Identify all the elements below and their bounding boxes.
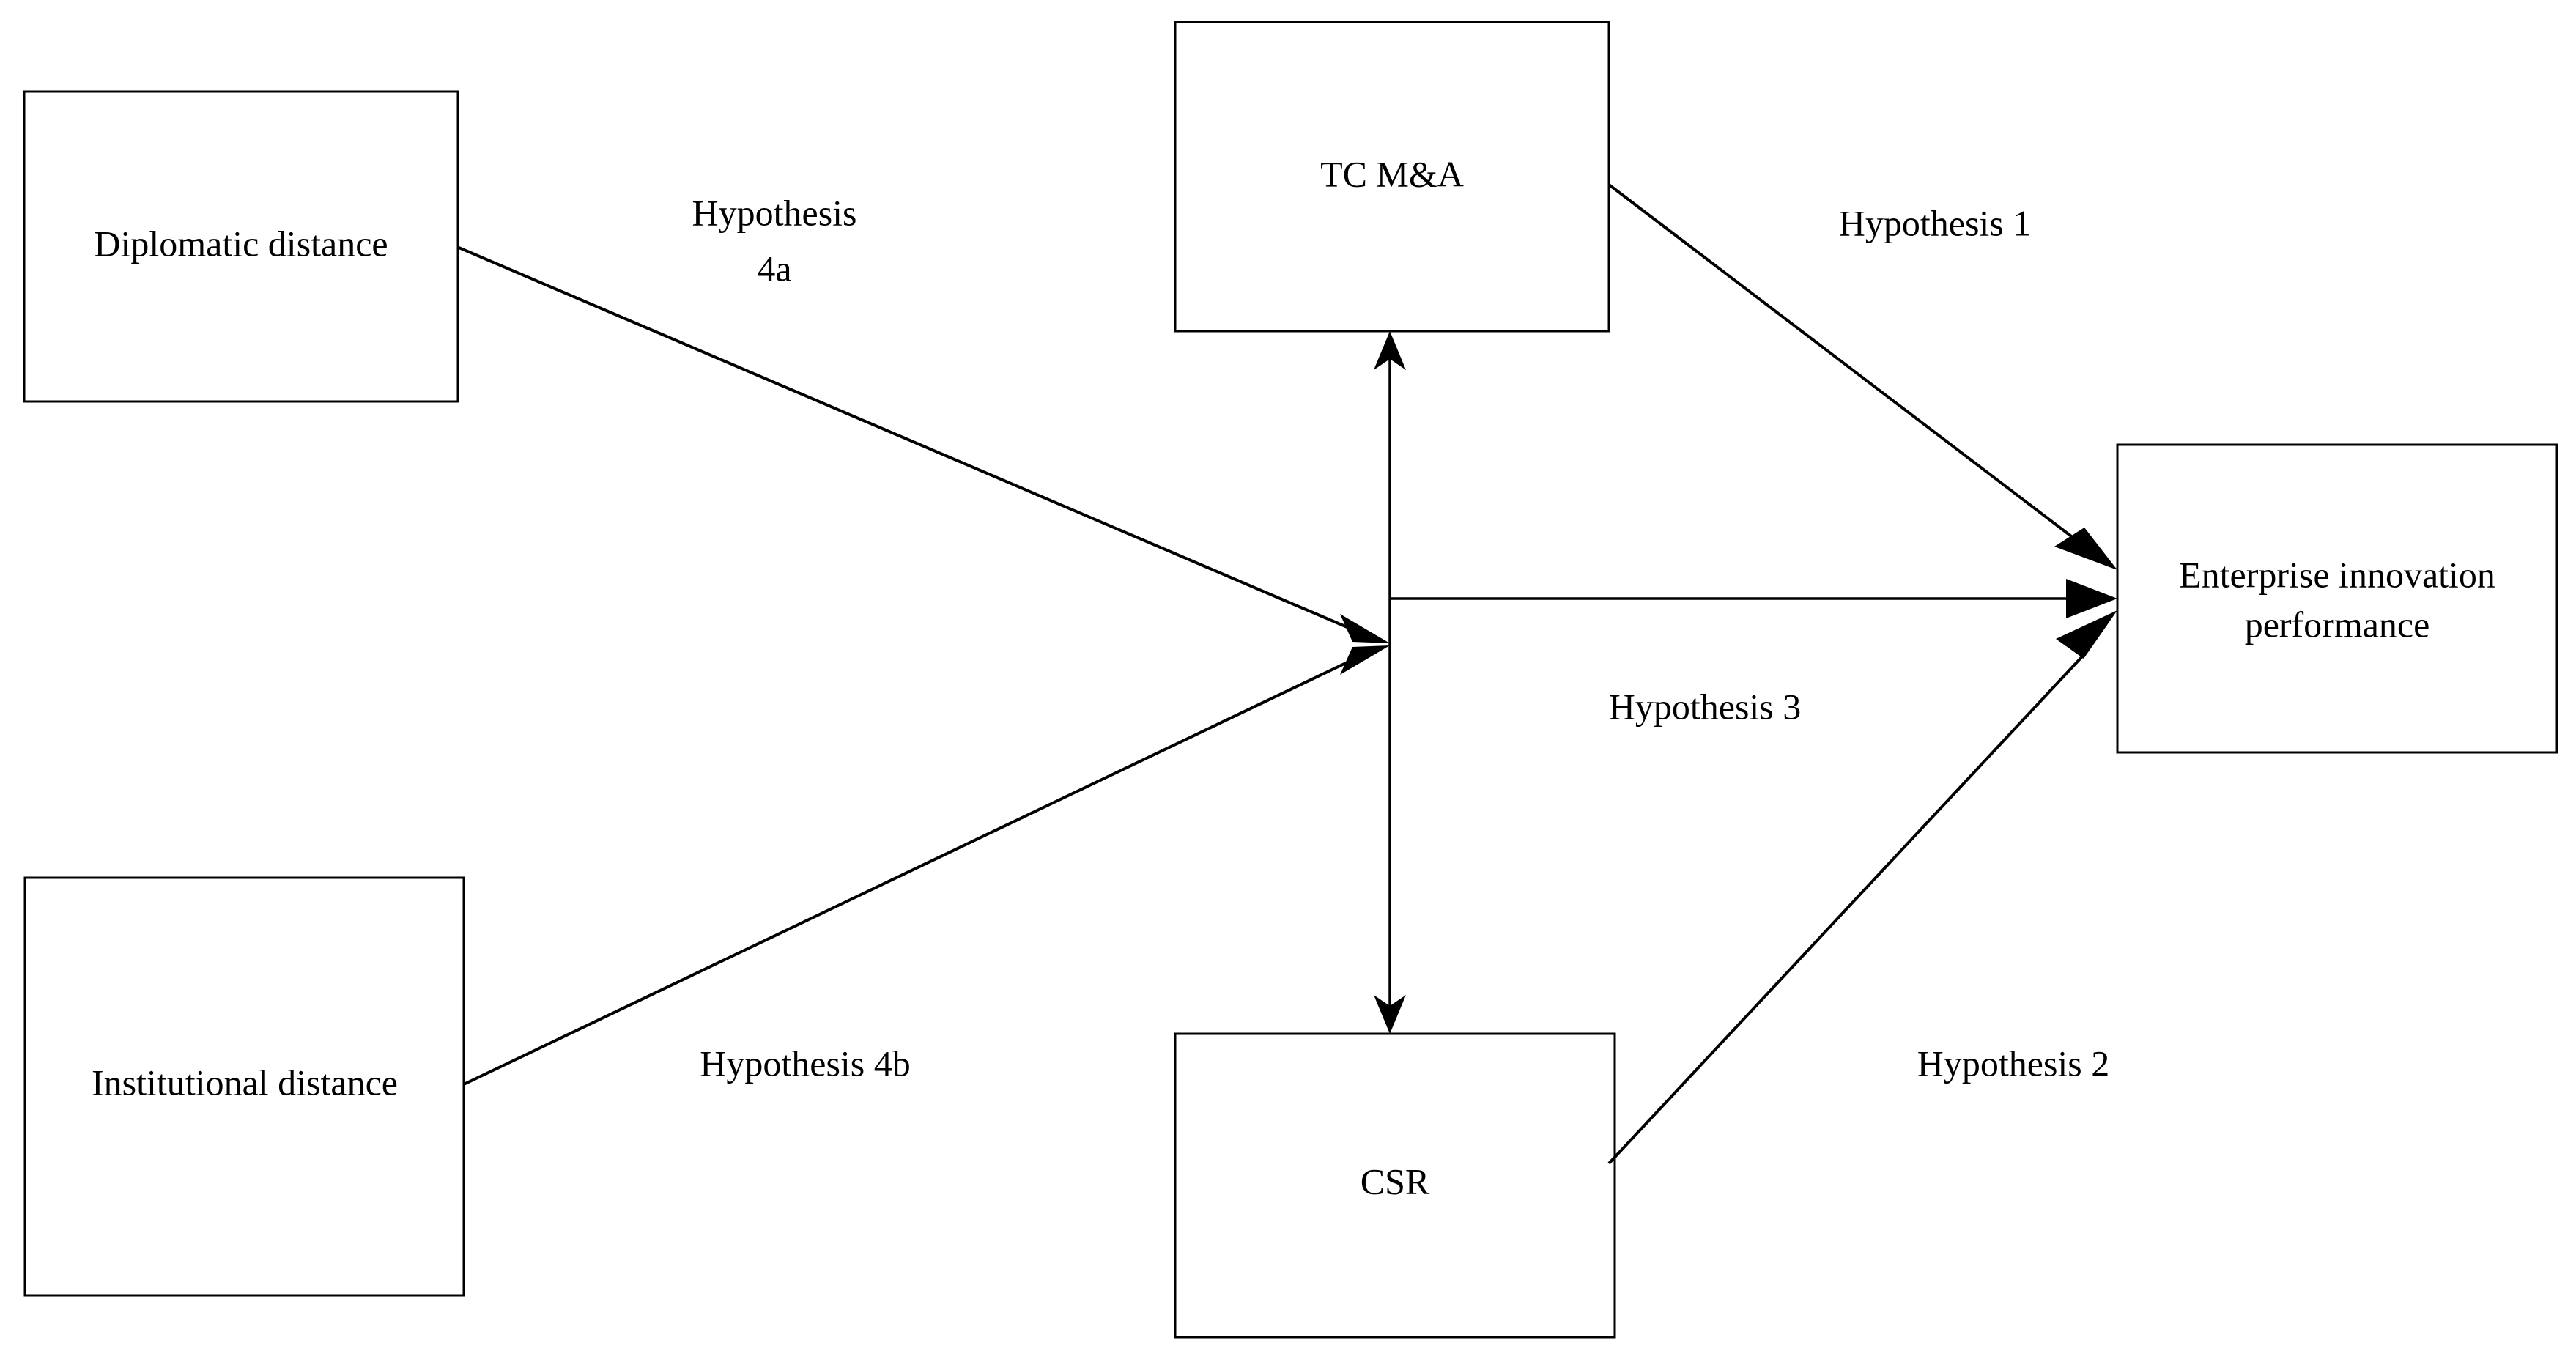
- edge-hypothesis-1-line: [1607, 183, 2084, 547]
- node-box-diplomatic-distance[interactable]: [23, 90, 459, 403]
- edge-hypothesis-3-arrowhead: [2066, 579, 2117, 618]
- edge-hypothesis-4a-line: [456, 245, 1365, 636]
- edge-label-hypothesis-1: Hypothesis 1: [1839, 202, 2032, 243]
- edge-junction-to-csr-arrowhead: [1374, 995, 1406, 1034]
- node-box-csr[interactable]: [1174, 1032, 1616, 1339]
- edge-hypothesis-2-arrowhead: [2056, 610, 2117, 659]
- edge-label-hypothesis-3: Hypothesis 3: [1609, 686, 1802, 727]
- edge-hypothesis-1-arrowhead: [2054, 528, 2117, 570]
- node-box-institutional-distance[interactable]: [23, 876, 465, 1297]
- node-label-csr: CSR: [1361, 1161, 1430, 1202]
- node-label-diplomatic-distance: Diplomatic distance: [94, 223, 388, 264]
- node-label-enterprise-innovation-line1: Enterprise innovation: [2179, 554, 2495, 595]
- node-label-enterprise-innovation-line2: performance: [2245, 604, 2430, 645]
- edge-hypothesis-4b-line: [463, 653, 1365, 1086]
- node-box-tc-ma[interactable]: [1174, 21, 1610, 333]
- edge-hypothesis-4a-arrowhead: [1340, 614, 1390, 643]
- edge-hypothesis-4b-arrowhead: [1340, 645, 1390, 675]
- edge-label-hypothesis-2: Hypothesis 2: [1917, 1043, 2110, 1084]
- edge-label-hypothesis-4a-line2: 4a: [757, 248, 791, 289]
- edge-hypothesis-2-line: [1607, 654, 2084, 1165]
- edge-label-hypothesis-4b: Hypothesis 4b: [700, 1043, 911, 1084]
- node-label-tc-ma: TC M&A: [1320, 153, 1464, 194]
- node-label-institutional-distance: Institutional distance: [92, 1062, 398, 1103]
- node-box-enterprise-innovation[interactable]: [2116, 443, 2558, 754]
- edge-junction-to-tc-ma-arrowhead: [1374, 331, 1406, 370]
- edge-label-hypothesis-4a-line1: Hypothesis: [692, 192, 857, 233]
